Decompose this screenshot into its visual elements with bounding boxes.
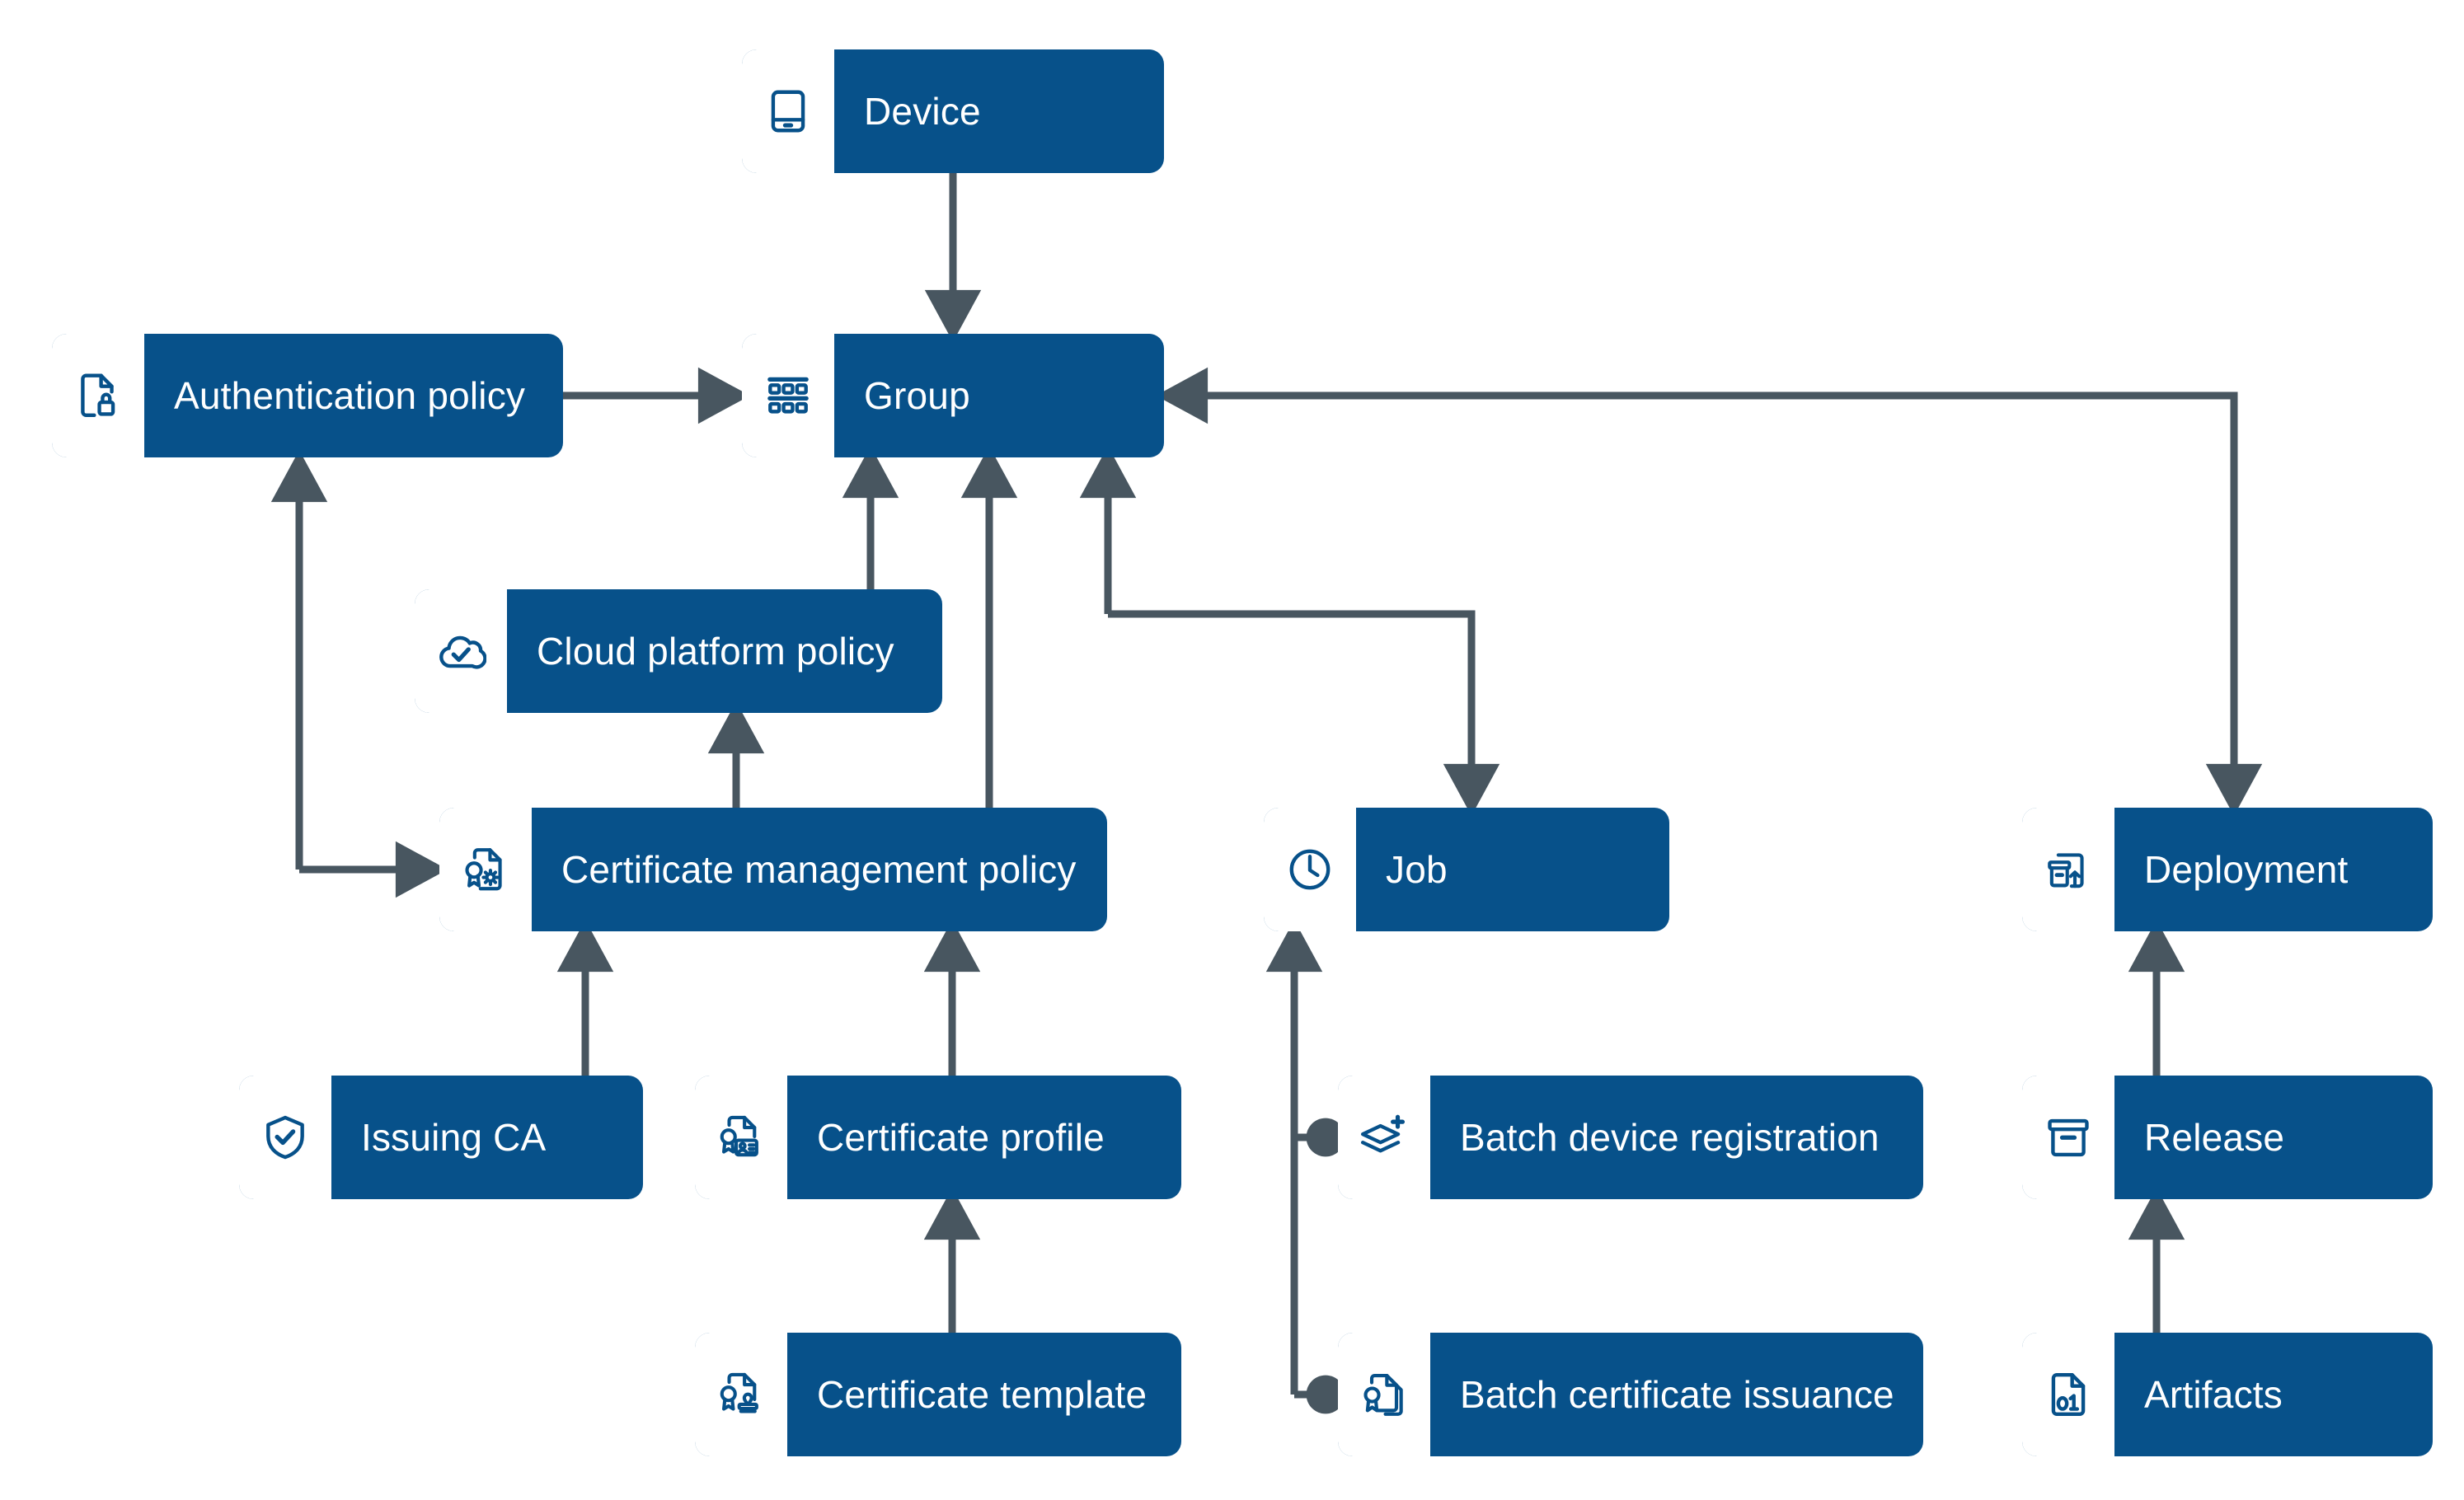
device-tablet-icon [742,49,834,173]
group-grid-icon [742,334,834,457]
edge-group-to-job [1108,610,1500,816]
node-label: Release [2144,1116,2285,1159]
certificates-stack-icon [1338,1333,1430,1456]
certificate-gear-icon [439,808,532,931]
node-issuing-ca[interactable]: Issuing CA [239,1076,643,1199]
node-label: Certificate profile [817,1116,1105,1159]
cloud-check-icon [415,589,507,713]
node-device[interactable]: Device [742,49,1164,173]
layers-plus-icon [1338,1076,1430,1199]
edge-deployment-to-group [1156,367,2238,785]
node-label: Authentication policy [174,374,526,417]
node-authentication-policy[interactable]: Authentication policy [52,334,563,457]
node-label: Job [1386,848,1448,891]
node-label: Artifacts [2144,1373,2283,1416]
node-group[interactable]: Group [742,334,1164,457]
node-label: Batch certificate issuance [1460,1373,1894,1416]
shield-check-icon [239,1076,331,1199]
node-label: Certificate template [817,1373,1148,1416]
certificate-stamp-icon [695,1333,787,1456]
node-certificate-profile[interactable]: Certificate profile [695,1076,1181,1199]
node-artifacts[interactable]: Artifacts [2022,1333,2433,1456]
archive-box-icon [2022,1076,2114,1199]
node-label: Group [864,374,970,417]
document-lock-icon [52,334,144,457]
node-batch-device-registration[interactable]: Batch device registration [1338,1076,1923,1199]
node-batch-certificate-issuance[interactable]: Batch certificate issuance [1338,1333,1923,1456]
node-label: Issuing CA [361,1116,547,1159]
node-label: Certificate management policy [561,848,1077,891]
clock-icon [1264,808,1356,931]
node-job[interactable]: Job [1264,808,1669,931]
node-release[interactable]: Release [2022,1076,2433,1199]
node-label: Deployment [2144,848,2349,891]
node-label: Batch device registration [1460,1116,1880,1159]
node-label: Cloud platform policy [537,630,894,673]
node-certificate-management-policy[interactable]: Certificate management policy [439,808,1107,931]
node-deployment[interactable]: Deployment [2022,808,2433,931]
certificate-id-icon [695,1076,787,1199]
file-binary-icon [2022,1333,2114,1456]
node-label: Device [864,90,981,133]
node-cloud-platform-policy[interactable]: Cloud platform policy [415,589,942,713]
box-upload-icon [2022,808,2114,931]
node-certificate-template[interactable]: Certificate template [695,1333,1181,1456]
